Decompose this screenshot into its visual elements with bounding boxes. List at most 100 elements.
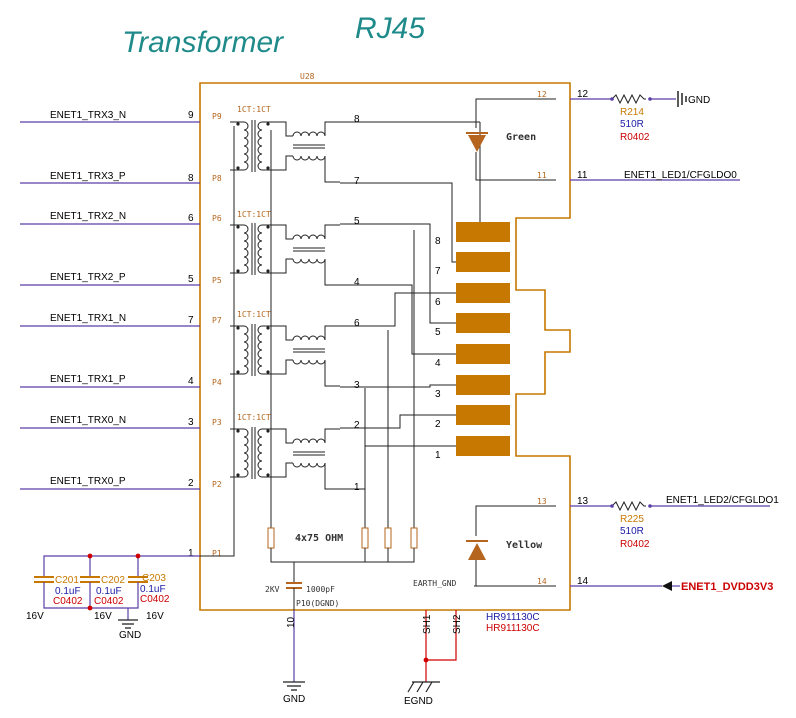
svg-text:2KV: 2KV <box>265 585 280 594</box>
svg-text:R0402: R0402 <box>620 539 650 550</box>
termination-label: 4x75 OHM <box>295 533 343 544</box>
coil <box>243 224 249 274</box>
jack-pin: 7 <box>435 266 441 277</box>
secondary-trace <box>340 292 456 327</box>
transformer-ratios: 1CT:1CT 1CT:1CT 1CT:1CT 1CT:1CT <box>237 105 271 422</box>
svg-text:12: 12 <box>577 89 589 100</box>
inner-pin-name: P9 <box>212 112 222 121</box>
svg-text:0.1uF: 0.1uF <box>140 584 166 595</box>
coil <box>257 121 263 171</box>
polarity-dot <box>236 166 240 170</box>
choke-coil <box>292 258 326 264</box>
svg-text:14: 14 <box>537 577 547 586</box>
termination-trace <box>270 130 415 528</box>
jack-contact <box>456 344 510 364</box>
choke-coil <box>292 359 326 365</box>
coil-lead <box>230 224 276 297</box>
inner-pin-name: P2 <box>212 480 222 489</box>
polarity-dot <box>266 122 270 126</box>
coil <box>243 325 249 375</box>
choke-lead <box>276 325 340 387</box>
rj45-contacts <box>456 222 510 456</box>
transformer-array <box>200 120 340 557</box>
jack-pin: 3 <box>435 389 441 400</box>
inner-pin-name: P8 <box>212 174 222 183</box>
svg-text:510R: 510R <box>620 526 644 537</box>
svg-text:0.1uF: 0.1uF <box>55 586 81 597</box>
net-label: ENET1_TRX0_N <box>50 415 126 426</box>
pin-number: 6 <box>188 213 194 224</box>
secondary-trace <box>340 182 456 263</box>
choke-lead <box>276 224 340 286</box>
jack-pin-numbers: 8 7 6 5 4 3 2 1 <box>435 236 441 461</box>
jack-pin: 6 <box>435 297 441 308</box>
polarity-dot <box>236 429 240 433</box>
led-diode-icon <box>468 135 486 152</box>
left-net-labels: ENET1_TRX3_N ENET1_TRX3_P ENET1_TRX2_N E… <box>50 110 126 487</box>
polarity-dot <box>266 225 270 229</box>
inner-pin-name: P7 <box>212 316 222 325</box>
inner-pin-name: P1 <box>212 549 222 558</box>
net-label: ENET1_TRX1_P <box>50 374 126 385</box>
secondary-pin: 7 <box>354 176 360 187</box>
pin-number: 8 <box>188 173 194 184</box>
jack-pin: 1 <box>435 450 441 461</box>
net-label: ENET1_TRX2_P <box>50 272 126 283</box>
jack-contact <box>456 436 510 456</box>
led-yellow-label: Yellow <box>506 540 543 551</box>
net-label: ENET1_TRX3_N <box>50 110 126 121</box>
polarity-dot <box>236 269 240 273</box>
jack-contact <box>456 252 510 272</box>
secondary-pin-numbers: 8 7 5 4 6 3 2 1 <box>354 114 360 493</box>
choke-coil <box>292 131 326 137</box>
outer-pin-numbers: 9 8 6 5 7 4 3 2 1 <box>188 110 194 559</box>
coil <box>257 224 263 274</box>
svg-text:12: 12 <box>537 90 547 99</box>
pin-number: 3 <box>188 417 194 428</box>
secondary-pin: 5 <box>354 216 360 227</box>
polarity-dot <box>266 429 270 433</box>
svg-text:0.1uF: 0.1uF <box>96 586 122 597</box>
svg-text:R0402: R0402 <box>620 132 650 143</box>
svg-text:R225: R225 <box>620 514 644 525</box>
jack-pin: 5 <box>435 327 441 338</box>
net-label: ENET1_TRX2_N <box>50 211 126 222</box>
svg-text:13: 13 <box>537 497 547 506</box>
choke-coil <box>292 234 326 240</box>
secondary-trace <box>340 223 456 324</box>
secondary-routing <box>270 121 481 528</box>
secondary-trace <box>340 121 481 233</box>
inner-pin-name: P5 <box>212 276 222 285</box>
secondary-trace <box>340 414 456 429</box>
net-label: ENET1_TRX0_P <box>50 476 126 487</box>
secondary-pin: 2 <box>354 420 360 431</box>
transformer-ratio: 1CT:1CT <box>237 413 271 422</box>
secondary-pin: 4 <box>354 277 360 288</box>
led-green-label: Green <box>506 132 536 143</box>
svg-text:C0402: C0402 <box>94 596 124 607</box>
polarity-dot <box>236 225 240 229</box>
jack-contact <box>456 313 510 333</box>
svg-text:11: 11 <box>577 170 588 181</box>
polarity-dot <box>266 370 270 374</box>
svg-text:13: 13 <box>577 496 589 507</box>
center-tap-lead <box>200 126 235 557</box>
termination-network: 4x75 OHM 2KV 1000pF P10(DGND) EARTH_GND <box>265 527 556 610</box>
coil <box>243 121 249 171</box>
led-yellow: Yellow 13 14 <box>466 497 556 587</box>
polarity-dot <box>236 370 240 374</box>
inner-pin-name: P6 <box>212 214 222 223</box>
inner-pin-name: P4 <box>212 378 222 387</box>
gnd-label: GND <box>688 95 710 106</box>
svg-text:10: 10 <box>286 616 297 628</box>
svg-text:R214: R214 <box>620 107 644 118</box>
transformer-ratio: 1CT:1CT <box>237 105 271 114</box>
svg-text:16V: 16V <box>146 611 164 622</box>
polarity-dot <box>236 473 240 477</box>
pin-number: 4 <box>188 376 194 387</box>
net-label: ENET1_LED2/CFGLDO1 <box>666 495 779 506</box>
part-number: HR911130C <box>486 612 540 623</box>
svg-text:SH1: SH1 <box>422 614 433 634</box>
coil-lead <box>230 121 276 194</box>
svg-text:C201: C201 <box>55 575 79 586</box>
